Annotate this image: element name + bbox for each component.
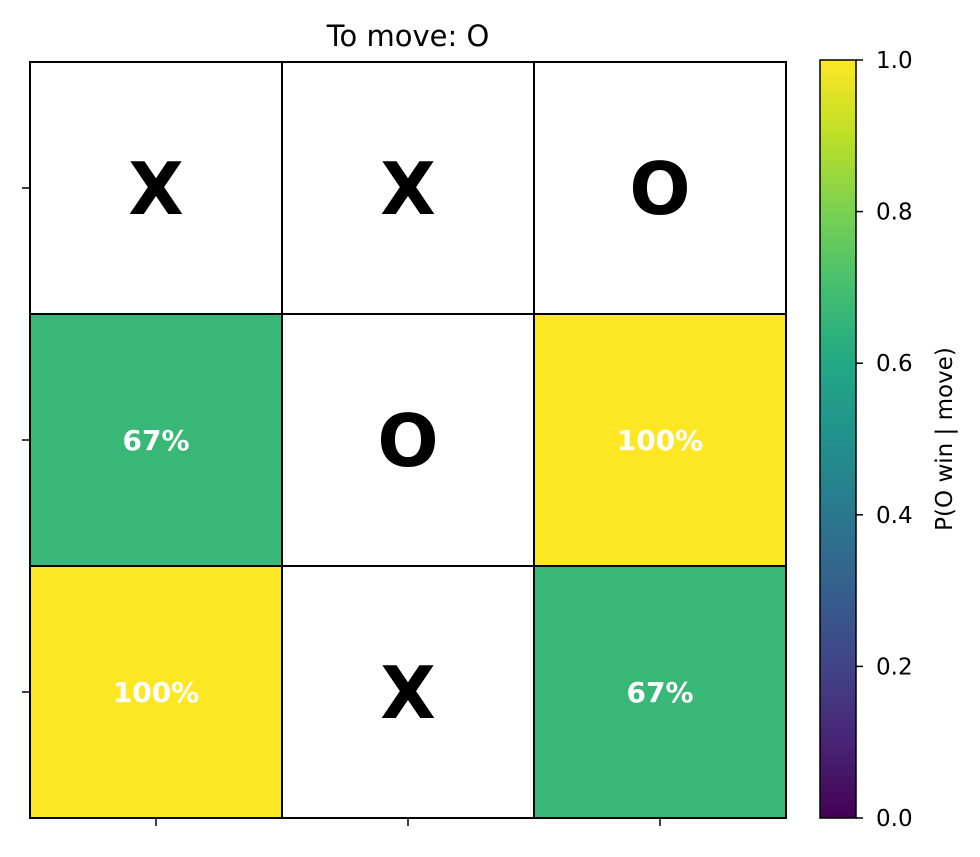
board-cell [29, 313, 283, 567]
colorbar-tick-label: 0.0 [876, 806, 913, 832]
cell-mark: X [380, 147, 436, 231]
colorbar-tick-label: 1.0 [876, 48, 913, 74]
cell-probability-label: 100% [113, 676, 200, 709]
cell-mark: O [629, 147, 690, 231]
cell-mark: X [380, 651, 436, 735]
colorbar: P(O win | move) 0.0 0.2 0.4 0.6 0.8 1.0 [819, 48, 958, 832]
cell-probability-label: 100% [617, 424, 704, 457]
board-cell [29, 61, 283, 315]
colorbar-tick-label: 0.4 [876, 503, 913, 529]
board-cell [281, 313, 535, 567]
board-grid: X X O 67% O 100% 100% X 67% [29, 61, 787, 819]
colorbar-gradient [819, 59, 857, 819]
board-cell [281, 565, 535, 819]
colorbar-tick-label: 0.6 [876, 351, 913, 377]
colorbar-tick-label: 0.8 [876, 200, 913, 226]
board-cell [281, 61, 535, 315]
colorbar-tick-label: 0.2 [876, 654, 913, 680]
chart-title: To move: O [326, 19, 490, 53]
cell-mark: X [128, 147, 184, 231]
cell-probability-label: 67% [122, 424, 189, 457]
cell-mark: O [377, 399, 438, 483]
colorbar-label: P(O win | move) [932, 347, 958, 531]
board-cell [533, 313, 787, 567]
cell-probability-label: 67% [626, 676, 693, 709]
board-axes [22, 61, 787, 826]
